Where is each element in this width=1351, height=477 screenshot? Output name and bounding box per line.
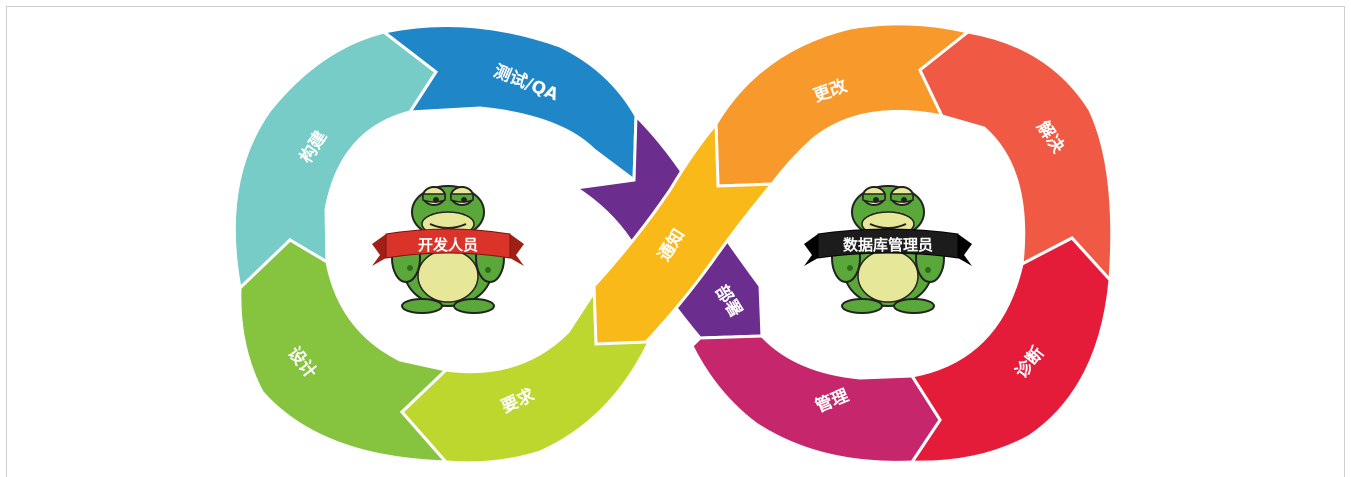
segment-resolve xyxy=(918,30,1114,284)
segment-notify xyxy=(592,120,776,346)
developer-persona: 开发人员 xyxy=(372,185,524,314)
dba-banner xyxy=(804,228,972,266)
dba-label: 数据库管理员 xyxy=(843,236,933,254)
segment-requirements xyxy=(399,284,652,465)
segment-diagnose xyxy=(909,236,1112,464)
developer-label: 开发人员 xyxy=(418,236,478,254)
segment-test xyxy=(380,24,638,183)
segment-build xyxy=(232,30,439,292)
segment-manage xyxy=(690,334,942,464)
segment-change xyxy=(714,22,972,188)
developer-banner xyxy=(372,228,524,266)
infinity-loop xyxy=(232,22,1114,465)
dba-persona: 数据库管理员 xyxy=(804,185,972,314)
segment-design xyxy=(238,238,450,464)
